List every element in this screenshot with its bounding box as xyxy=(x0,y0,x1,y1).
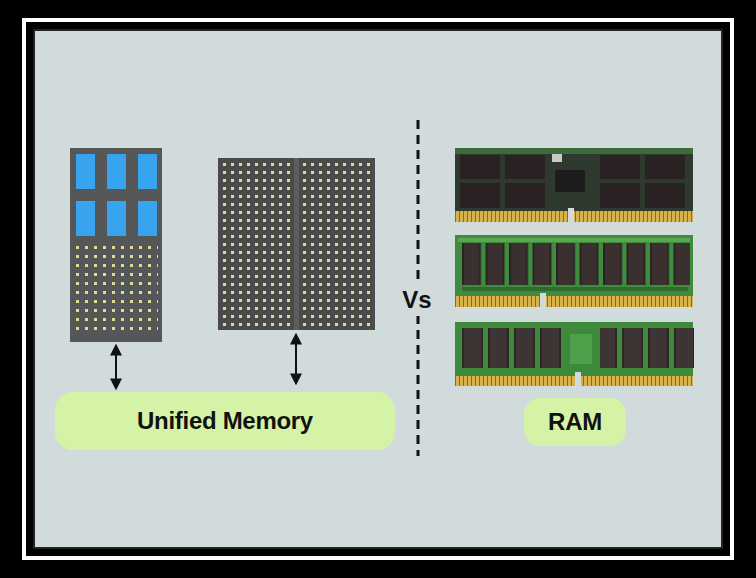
processor-chip xyxy=(70,148,162,342)
pill-text: Unified Memory xyxy=(137,407,313,435)
memory-label-pill: RAM xyxy=(524,398,626,446)
ram-stick xyxy=(455,148,693,222)
pill-text: RAM xyxy=(548,408,602,436)
memory-label-pill: Unified Memory xyxy=(55,392,395,450)
ram-stick xyxy=(455,235,693,307)
double-arrow xyxy=(295,335,297,383)
ram-stick xyxy=(455,322,694,386)
panel xyxy=(34,30,722,548)
versus-label: Vs xyxy=(400,284,433,316)
memory-chip xyxy=(218,158,375,330)
white-frame xyxy=(24,20,732,558)
double-arrow xyxy=(115,346,117,388)
